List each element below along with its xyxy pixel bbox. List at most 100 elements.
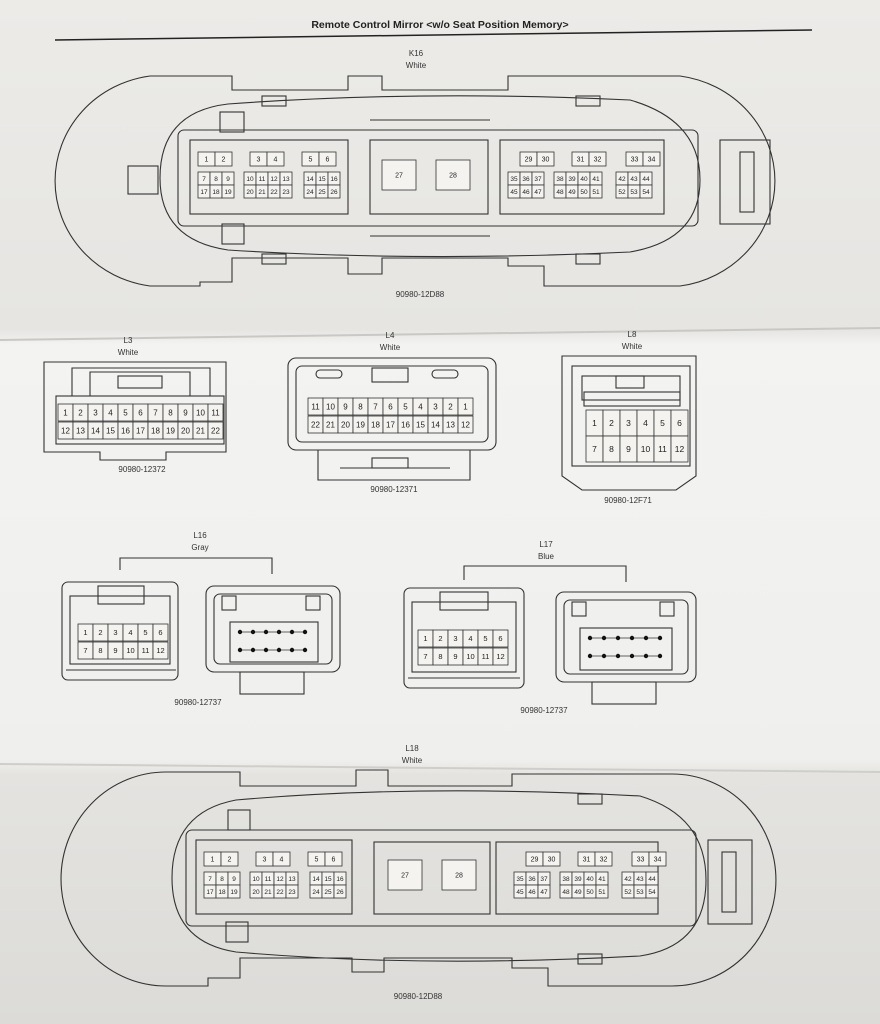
connector-l8 [561,355,697,491]
l16-plug-terminal [237,647,243,653]
pin-cavity [381,159,417,191]
large-pin-label: 35 [510,176,518,183]
l3-pin-label: 22 [211,426,220,435]
large-pin-label: 36 [522,176,530,183]
l3-connector-color: White [117,348,139,357]
l17-plug-pinfield [579,627,673,671]
large-pin-label: 3 [257,157,261,164]
pin-cavity [227,884,241,899]
l3-pin-label: 19 [166,426,175,435]
l8-inner [571,365,691,467]
l17-plug-terminal [629,653,635,659]
l16-plug-terminal [276,629,282,635]
l8-pin-label: 7 [592,444,597,454]
l16-plug-terminal [302,629,308,635]
large-pin-label: 15 [324,876,332,883]
k16-inner-shell [159,95,701,258]
large-pin-label: 31 [577,157,585,164]
k16-connector-id: K16 [408,49,424,58]
l3-pin-field [55,395,225,445]
large-pin-label: 54 [648,889,656,896]
large-pin-label: 37 [534,176,542,183]
k16-connector-color: White [405,61,427,70]
large-pin-label: 20 [246,189,254,196]
l4-pin-label: 3 [433,402,438,411]
large-pin-label: 27 [395,173,403,180]
l17-plug-terminal [615,653,621,659]
l3-hood [71,367,211,396]
large-pin-label: 23 [288,889,296,896]
l3-part-number: 90980-12372 [118,465,166,474]
large-pin-label: 6 [332,857,336,864]
k16-rib [575,95,601,107]
l18-side-lock [707,839,753,925]
connector-l16-plug [205,585,341,695]
l17-pin-label: 8 [438,652,442,661]
large-pin-label: 24 [312,889,320,896]
l17-socket-outline [403,587,525,689]
large-pin-label: 5 [315,857,319,864]
l4-connector-id: L4 [385,331,395,340]
l17-part-number: 90980-12737 [520,706,568,715]
l17-pin-label: 11 [482,652,490,661]
l3-pin-label: 1 [63,408,68,417]
l16-plug-key [221,595,237,611]
pin-cavity [207,403,224,422]
l17-plug-terminal [643,635,649,641]
l4-pin-label: 21 [326,420,335,429]
large-pin-label: 51 [598,889,606,896]
l16-plug-terminal [289,647,295,653]
l16-plug-terminal [237,629,243,635]
large-pin-label: 27 [401,873,409,880]
l17-pin-label: 12 [496,652,504,661]
l17-pin-label: 3 [453,634,457,643]
large-pin-label: 25 [318,189,326,196]
l8-latch-base [583,391,681,407]
large-pin-label: 4 [280,857,284,864]
large-pin-label: 21 [258,189,266,196]
l16-socket-latch [97,585,145,605]
large-pin-label: 14 [306,176,314,183]
l16-connector-color: Gray [191,543,209,552]
large-pin-label: 1 [205,157,209,164]
large-pin-label: 10 [252,876,260,883]
l16-plug-inner [213,593,333,665]
l8-pin-label: 1 [592,418,597,428]
l17-pin-label: 2 [438,634,442,643]
l16-pin-label: 9 [113,646,117,655]
l3-hood-inner [89,371,191,396]
l4-pin-label: 4 [418,402,423,411]
l18-connector-color: White [401,756,423,765]
large-pin-label: 21 [264,889,272,896]
pin-cavity [648,851,667,867]
large-pin-label: 3 [263,857,267,864]
pin-cavity [441,859,477,891]
l8-pin-label: 8 [609,444,614,454]
l8-pin-label: 5 [660,418,665,428]
l8-latch [615,375,645,389]
l3-pin-label: 3 [93,408,98,417]
large-pin-label: 9 [226,176,230,183]
large-pin-label: 28 [449,173,457,180]
l18-latch [227,809,251,831]
l16-pin-label: 11 [142,646,150,655]
l16-plug-terminal [263,629,269,635]
large-pin-label: 49 [574,889,582,896]
large-pin-label: 16 [336,876,344,883]
large-pin-label: 51 [592,189,600,196]
l4-pin-label: 8 [358,402,363,411]
l3-outline [43,361,227,461]
l8-pin-label: 4 [643,418,648,428]
l17-plug-terminal [657,653,663,659]
l16-connector-id: L16 [193,531,207,540]
large-pin-label: 48 [562,889,570,896]
connector-l17-brackets [463,565,627,582]
large-pin-label: 17 [206,889,214,896]
l3-pin-label: 15 [106,426,115,435]
l8-pin-label: 11 [658,444,667,454]
pin-cavity [333,884,347,899]
large-pin-label: 47 [540,889,548,896]
l18-rib [577,953,603,965]
l17-plug-terminal [629,635,635,641]
large-pin-label: 5 [309,157,313,164]
